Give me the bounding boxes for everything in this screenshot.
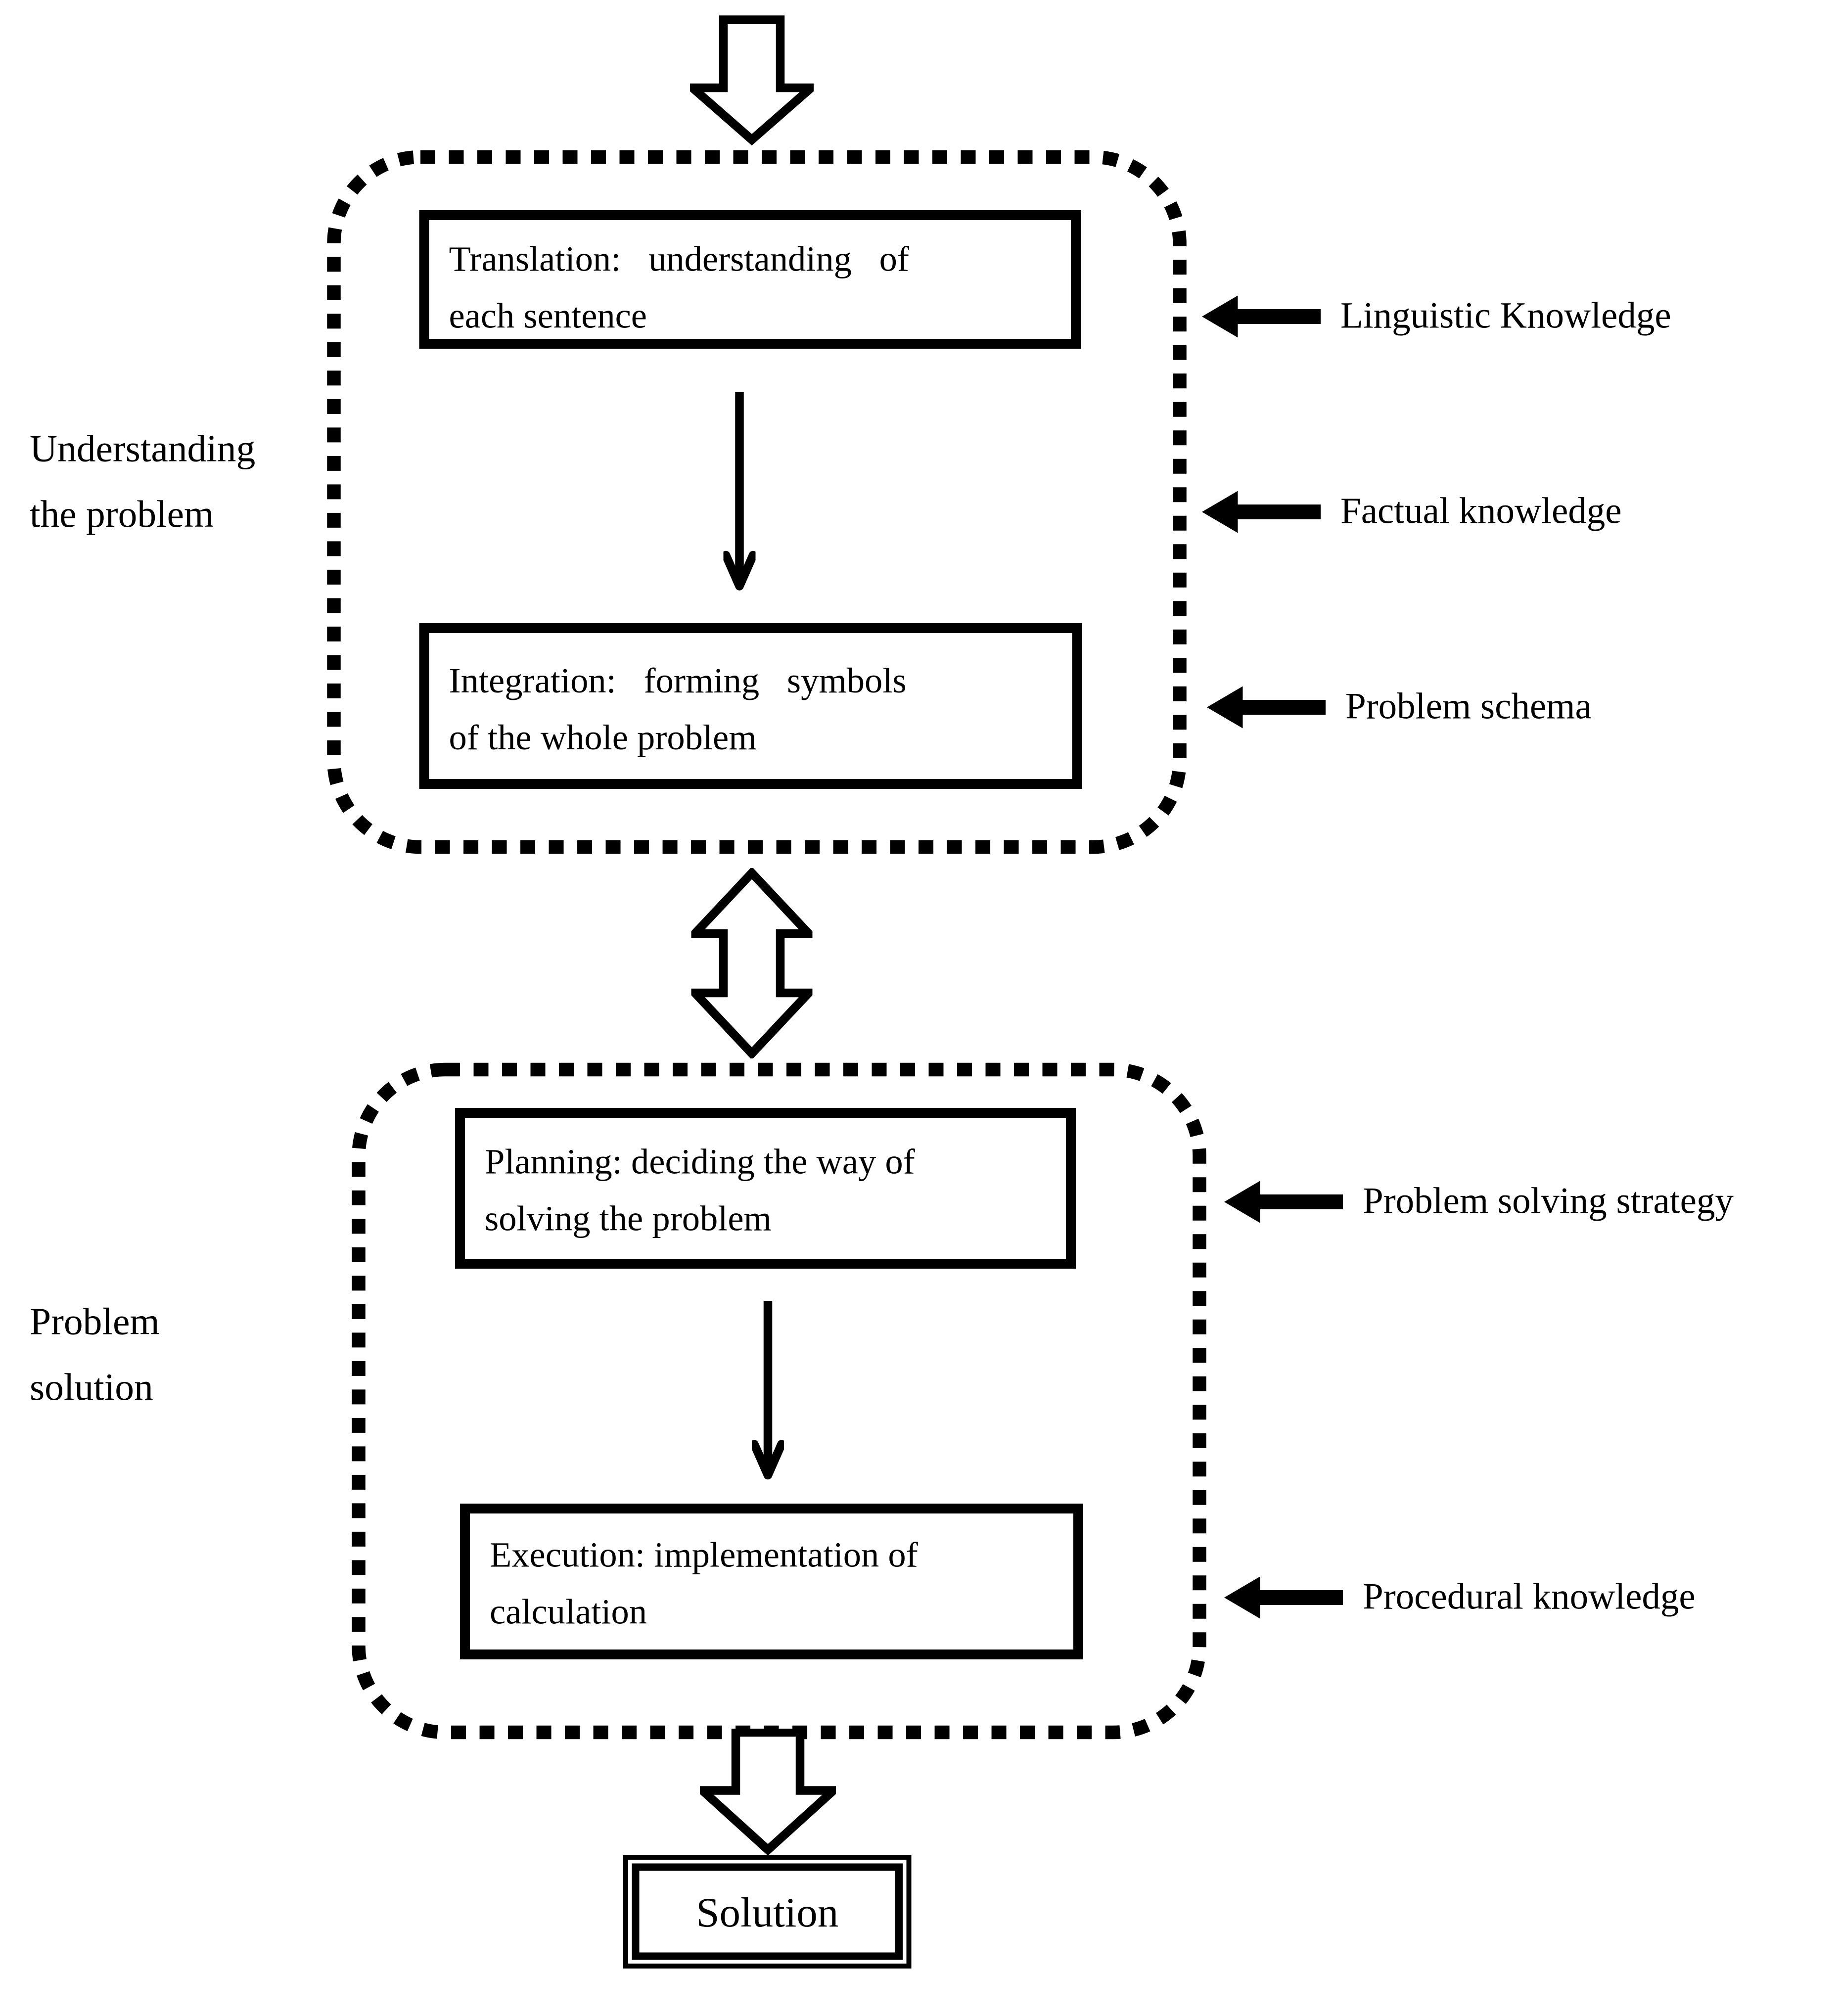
translation-box-label-line1: Translation: understanding of [449, 240, 910, 279]
annotation-linguistic-knowledge: Linguistic Knowledge [1202, 294, 1671, 339]
problem-solution-section-label: Problem solution [30, 1288, 160, 1420]
planning-box-label-line2: solving the problem [485, 1199, 772, 1239]
left-arrow-icon [1224, 1180, 1343, 1224]
annotation-problem-solving-strategy: Problem solving strategy [1224, 1180, 1734, 1224]
execution-box-label-line1: Execution: implementation of [490, 1536, 918, 1575]
problem-solution-section-border [352, 1062, 1206, 1740]
annotation-label: Procedural knowledge [1363, 1576, 1696, 1618]
annotation-problem-schema: Problem schema [1207, 685, 1592, 730]
annotation-procedural-knowledge: Procedural knowledge [1224, 1575, 1696, 1620]
understanding-section-label-line2: the problem [30, 492, 214, 536]
understanding-section-border [327, 150, 1187, 854]
bidirectional-arrow-icon [691, 868, 813, 1058]
integration-box: Integration: forming symbols of the whol… [419, 623, 1082, 789]
translation-box: Translation: understanding of each sente… [419, 210, 1081, 349]
translation-box-label-line2: each sentence [449, 297, 647, 336]
annotation-label: Linguistic Knowledge [1340, 295, 1671, 337]
integration-box-label-line2: of the whole problem [449, 718, 757, 758]
execution-box-label-line2: calculation [490, 1593, 647, 1632]
annotation-factual-knowledge: Factual knowledge [1202, 490, 1622, 534]
left-arrow-icon [1202, 490, 1321, 534]
left-arrow-icon [1224, 1575, 1343, 1620]
execution-box: Execution: implementation of calculation [460, 1504, 1083, 1659]
planning-to-execution-arrow-icon [752, 1301, 784, 1480]
translation-to-integration-arrow-icon [723, 392, 756, 591]
solution-box: Solution [623, 1855, 912, 1969]
understanding-section-label-line1: Understanding [30, 426, 256, 470]
problem-solution-section-label-line1: Problem [30, 1299, 160, 1343]
annotation-label: Problem schema [1345, 686, 1592, 728]
problem-solution-section-label-line2: solution [30, 1365, 153, 1409]
left-arrow-icon [1207, 685, 1326, 730]
planning-box-label-line1: Planning: deciding the way of [485, 1143, 915, 1182]
entry-down-arrow-icon [690, 15, 814, 146]
understanding-section-label: Understanding the problem [30, 415, 255, 547]
exit-down-arrow-icon [700, 1729, 836, 1855]
integration-box-label-line1: Integration: forming symbols [449, 661, 907, 701]
annotation-label: Problem solving strategy [1363, 1181, 1734, 1222]
planning-box: Planning: deciding the way of solving th… [455, 1108, 1076, 1269]
solution-label: Solution [696, 1890, 839, 1937]
annotation-label: Factual knowledge [1340, 491, 1622, 532]
left-arrow-icon [1202, 294, 1321, 339]
solution-box-inner-border: Solution [632, 1863, 903, 1960]
